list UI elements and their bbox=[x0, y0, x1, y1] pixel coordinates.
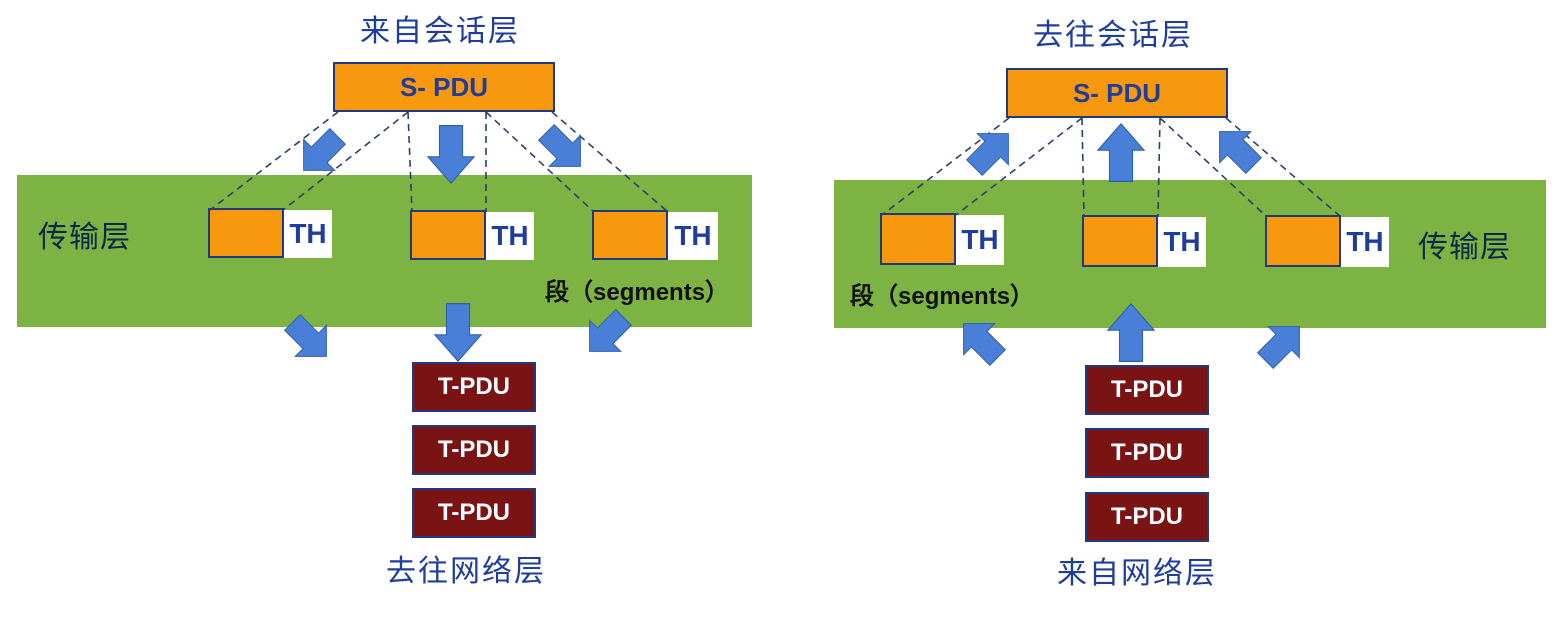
right-connector-line bbox=[1081, 117, 1085, 218]
right-th-2: TH bbox=[1158, 217, 1206, 267]
right-arrow-in-right bbox=[1256, 326, 1300, 370]
right-top-label: 去往会话层 bbox=[1033, 18, 1193, 53]
right-tpdu-2: T-PDU bbox=[1085, 428, 1209, 478]
left-spdu-box: S- PDU bbox=[333, 62, 555, 112]
right-th-1: TH bbox=[956, 215, 1004, 265]
right-layer-label: 传输层 bbox=[1418, 230, 1511, 265]
left-connector-line bbox=[209, 111, 339, 211]
left-segment-1 bbox=[208, 208, 284, 258]
left-top-label: 来自会话层 bbox=[360, 14, 520, 49]
right-arrow-in-up bbox=[1106, 302, 1156, 363]
right-arrow-up-right bbox=[1219, 131, 1263, 175]
left-connector-line bbox=[407, 111, 413, 213]
left-th-1: TH bbox=[284, 210, 332, 258]
right-segment-3 bbox=[1265, 215, 1341, 267]
left-tpdu-2: T-PDU bbox=[412, 425, 536, 475]
right-segment-label: 段（segments） bbox=[850, 283, 1035, 310]
left-bottom-label: 去往网络层 bbox=[386, 554, 546, 589]
left-arrow-down-left bbox=[303, 127, 347, 171]
right-th-3: TH bbox=[1341, 217, 1389, 267]
left-connector-line bbox=[282, 111, 409, 211]
right-segment-1 bbox=[880, 213, 956, 265]
left-connector-line bbox=[551, 111, 669, 213]
left-segment-3 bbox=[592, 210, 668, 260]
right-tpdu-3: T-PDU bbox=[1085, 492, 1209, 542]
left-th-2: TH bbox=[486, 212, 534, 260]
left-segment-2 bbox=[410, 210, 486, 260]
left-th-3: TH bbox=[668, 212, 718, 260]
right-spdu-box: S- PDU bbox=[1006, 68, 1228, 118]
right-connector-line bbox=[1159, 117, 1268, 218]
right-tpdu-1: T-PDU bbox=[1085, 365, 1209, 415]
right-bottom-label: 来自网络层 bbox=[1057, 556, 1217, 591]
right-connector-line bbox=[1157, 117, 1161, 218]
left-connector-line bbox=[485, 111, 595, 213]
left-arrow-down-right bbox=[537, 123, 581, 167]
left-arrow-out-down bbox=[433, 302, 483, 363]
left-arrow-down bbox=[426, 124, 476, 185]
right-arrow-up-left bbox=[965, 133, 1009, 177]
left-arrow-out-right bbox=[589, 308, 633, 352]
right-arrow-up bbox=[1096, 122, 1146, 183]
left-layer-label: 传输层 bbox=[38, 220, 131, 255]
right-segment-2 bbox=[1082, 215, 1158, 267]
left-arrow-out-left bbox=[283, 313, 327, 357]
right-arrow-in-left bbox=[963, 323, 1007, 367]
left-segment-label: 段（segments） bbox=[545, 279, 730, 306]
left-tpdu-3: T-PDU bbox=[412, 488, 536, 538]
right-connector-line bbox=[955, 117, 1083, 216]
left-tpdu-1: T-PDU bbox=[412, 362, 536, 412]
